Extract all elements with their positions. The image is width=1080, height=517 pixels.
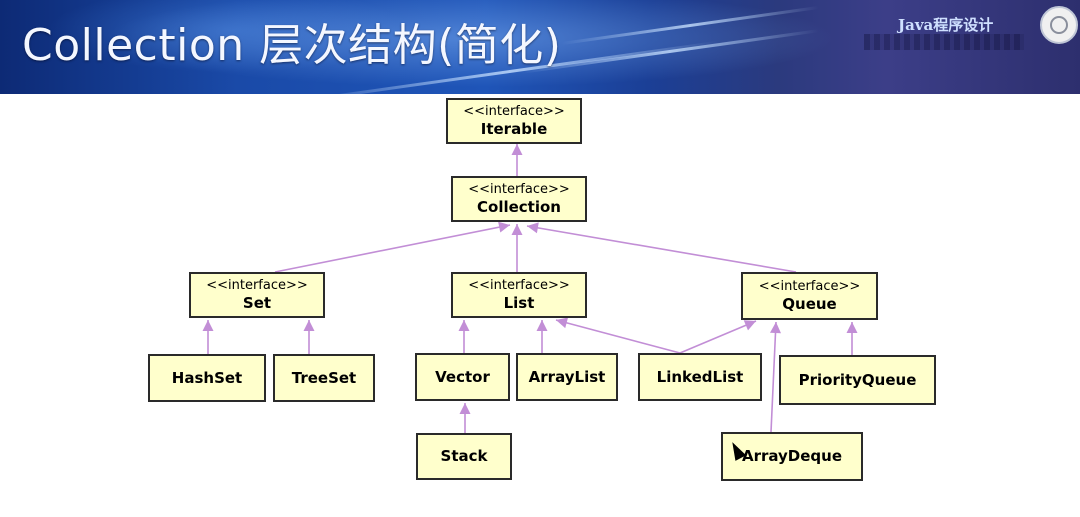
arrowhead-priorityqueue-to-queue bbox=[846, 322, 858, 333]
edge-set-to-collection bbox=[274, 224, 511, 273]
edge-linkedlist-to-list bbox=[555, 319, 681, 354]
node-name: Stack bbox=[440, 447, 488, 465]
slide-title: Collection 层次结构(简化) bbox=[22, 20, 562, 71]
arrowhead-arraylist-to-list bbox=[536, 320, 548, 331]
node-linkedlist: LinkedList bbox=[638, 353, 762, 401]
stereotype-label: <<interface>> bbox=[468, 181, 570, 197]
edge-arraydeque-to-queue bbox=[770, 321, 777, 433]
node-collection: <<interface>> Collection bbox=[451, 176, 587, 222]
edge-queue-to-collection bbox=[526, 225, 797, 273]
node-name: ArrayList bbox=[528, 367, 606, 386]
node-name: Iterable bbox=[480, 119, 548, 138]
university-seal-icon bbox=[1040, 6, 1078, 44]
arrowhead-hashset-to-set bbox=[202, 320, 214, 331]
node-iterable: <<interface>> Iterable bbox=[446, 98, 582, 144]
node-name: Set bbox=[242, 293, 272, 312]
arrowhead-vector-to-list bbox=[458, 320, 470, 331]
arrowhead-stack-to-vector bbox=[459, 403, 471, 414]
node-name: HashSet bbox=[171, 368, 243, 387]
node-name: Collection bbox=[477, 197, 561, 216]
node-name: Vector bbox=[435, 367, 490, 386]
arrowhead-linkedlist-to-queue bbox=[743, 320, 756, 331]
stereotype-label: <<interface>> bbox=[468, 277, 570, 293]
node-name: PriorityQueue bbox=[798, 370, 917, 389]
arrowhead-set-to-collection bbox=[498, 221, 510, 233]
arrowhead-queue-to-collection bbox=[527, 222, 539, 234]
node-hashset: HashSet bbox=[148, 354, 266, 402]
stereotype-label: <<interface>> bbox=[463, 103, 565, 119]
node-arraydeque: ArrayDeque bbox=[721, 432, 863, 481]
edge-linkedlist-to-queue bbox=[679, 320, 757, 354]
node-list: <<interface>> List bbox=[451, 272, 587, 318]
node-arraylist: ArrayList bbox=[516, 353, 618, 401]
node-priorityqueue: PriorityQueue bbox=[779, 355, 936, 405]
arrowhead-linkedlist-to-list bbox=[556, 317, 569, 329]
node-treeset: TreeSet bbox=[273, 354, 375, 402]
node-vector: Vector bbox=[415, 353, 510, 401]
node-name: Queue bbox=[782, 294, 837, 313]
stereotype-label: <<interface>> bbox=[206, 277, 308, 293]
stereotype-label: <<interface>> bbox=[758, 278, 861, 294]
node-name: ArrayDeque bbox=[741, 447, 843, 465]
course-label: Java程序设计 bbox=[898, 16, 994, 34]
arrowhead-treeset-to-set bbox=[303, 320, 315, 331]
node-name: List bbox=[503, 293, 535, 312]
node-queue: <<interface>> Queue bbox=[741, 272, 878, 320]
arrowhead-collection-to-iterable bbox=[511, 144, 523, 155]
node-name: LinkedList bbox=[656, 367, 744, 386]
node-set: <<interface>> Set bbox=[189, 272, 325, 318]
watermark bbox=[864, 34, 1024, 50]
node-stack: Stack bbox=[416, 433, 512, 480]
arrowhead-arraydeque-to-queue bbox=[770, 322, 781, 334]
arrowhead-list-to-collection bbox=[511, 224, 523, 235]
node-name: TreeSet bbox=[291, 368, 357, 387]
title-banner: Collection 层次结构(简化) Java程序设计 bbox=[0, 0, 1080, 94]
